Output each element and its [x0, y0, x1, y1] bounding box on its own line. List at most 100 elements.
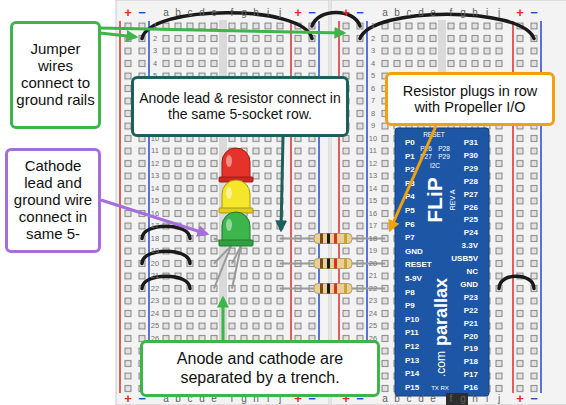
callout-text: Anode and cathode are separated by a tre… [146, 350, 374, 386]
column-letter: a [163, 8, 169, 18]
row-number: 4 [371, 60, 375, 68]
resistor-band [320, 284, 323, 294]
row-number: 16 [369, 210, 377, 218]
rail-sign: − [530, 6, 538, 19]
pin-label: P27 [464, 191, 478, 199]
resistor-symbol [314, 259, 352, 269]
pin-label: GND [405, 248, 423, 256]
led-highlight [226, 155, 232, 167]
green-led-flange [219, 240, 253, 246]
pin-label: P0 [405, 139, 415, 147]
pin-label: P28 [438, 146, 450, 153]
rail-sign: + [294, 6, 302, 19]
column-letter: f [450, 8, 453, 18]
column-letter: c [407, 8, 412, 18]
column-letter: i [486, 8, 488, 18]
pin-label: P21 [464, 320, 478, 328]
resistor-band [344, 284, 347, 294]
row-number: 14 [151, 185, 159, 193]
resistor-symbol [314, 284, 352, 294]
row-number: 8 [371, 110, 375, 118]
pin-label: P17 [464, 371, 478, 379]
leader-arrow [222, 298, 225, 340]
resistor-band [327, 284, 330, 294]
column-letter: e [430, 394, 436, 404]
row-number: 25 [151, 322, 159, 330]
column-letter: i [486, 394, 488, 404]
callout-box: Cathode lead and ground wire connect in … [5, 148, 101, 253]
row-number: 2 [371, 35, 375, 43]
column-letter: g [241, 8, 247, 18]
leader-arrow [100, 28, 344, 33]
row-number: 11 [151, 147, 159, 155]
row-number: 20 [151, 260, 159, 268]
callout-text: Anode lead & resistor connect in the sam… [137, 91, 343, 123]
column-letter: c [407, 394, 412, 404]
led-highlight [226, 187, 232, 199]
pin-label: P16 [464, 384, 478, 392]
resistor-band [327, 259, 330, 269]
row-number: 10 [369, 135, 377, 143]
callout-box: Jumper wires connect to ground rails [10, 21, 101, 129]
column-letter: g [460, 8, 466, 18]
rail-sign: − [138, 6, 146, 19]
column-letter: e [430, 8, 436, 18]
leader-arrow [100, 33, 136, 37]
column-letter: j [279, 8, 281, 18]
column-letter: d [418, 8, 424, 18]
column-letter: h [472, 394, 478, 404]
row-number: 13 [369, 172, 377, 180]
pin-label: GND [460, 281, 478, 289]
callout-text: Resistor plugs in row with Propeller I/O [391, 83, 549, 116]
rail-sign: − [356, 6, 364, 19]
row-number: 15 [369, 197, 377, 205]
pin-label: P11 [405, 329, 419, 337]
callout-box: Resistor plugs in row with Propeller I/O [385, 72, 555, 126]
red-led [222, 148, 250, 180]
row-number: 1 [371, 22, 375, 30]
pin-label: P10 [405, 316, 419, 324]
pin-label: P5 [405, 207, 415, 215]
ground-wire [142, 226, 190, 238]
row-number: 23 [151, 297, 159, 305]
column-letter: i [267, 8, 269, 18]
pin-label: NC [466, 268, 478, 276]
row-number: 19 [151, 247, 159, 255]
resistor-symbol [314, 234, 352, 244]
ground-wire [142, 251, 190, 263]
column-letter: d [199, 8, 205, 18]
bus-label: I2C [430, 163, 440, 170]
pin-label: 3.3V [462, 242, 478, 250]
column-letter: f [450, 394, 453, 404]
pin-label: P23 [464, 294, 478, 302]
row-number: 24 [151, 310, 159, 318]
row-number: 13 [151, 172, 159, 180]
row-number: 22 [151, 285, 159, 293]
pin-label: P29 [464, 165, 478, 173]
column-letter: a [382, 394, 388, 404]
row-number: 12 [151, 160, 159, 168]
pin-label: P7 [405, 234, 415, 242]
pin-label: P1 [405, 153, 415, 161]
column-letter: e [211, 8, 217, 18]
row-number: 17 [369, 222, 377, 230]
row-number: 14 [369, 185, 377, 193]
yellow-led [222, 180, 250, 211]
row-number: 12 [369, 160, 377, 168]
pin-label: P15 [405, 384, 419, 392]
row-number: 5 [371, 72, 375, 80]
row-number: 6 [371, 85, 375, 93]
column-letter: b [394, 394, 400, 404]
pin-label: P29 [438, 154, 450, 161]
brand-domain: .com [435, 351, 447, 377]
leader-arrow [101, 200, 207, 234]
led-anode-lead [232, 246, 241, 289]
rail-sign: + [342, 6, 350, 19]
row-number: 19 [369, 247, 377, 255]
column-letter: a [382, 8, 388, 18]
column-letter: h [472, 8, 478, 18]
pin-label: P6 [405, 221, 415, 229]
pin-label: P8 [405, 289, 415, 297]
pin-label: P19 [464, 345, 478, 353]
